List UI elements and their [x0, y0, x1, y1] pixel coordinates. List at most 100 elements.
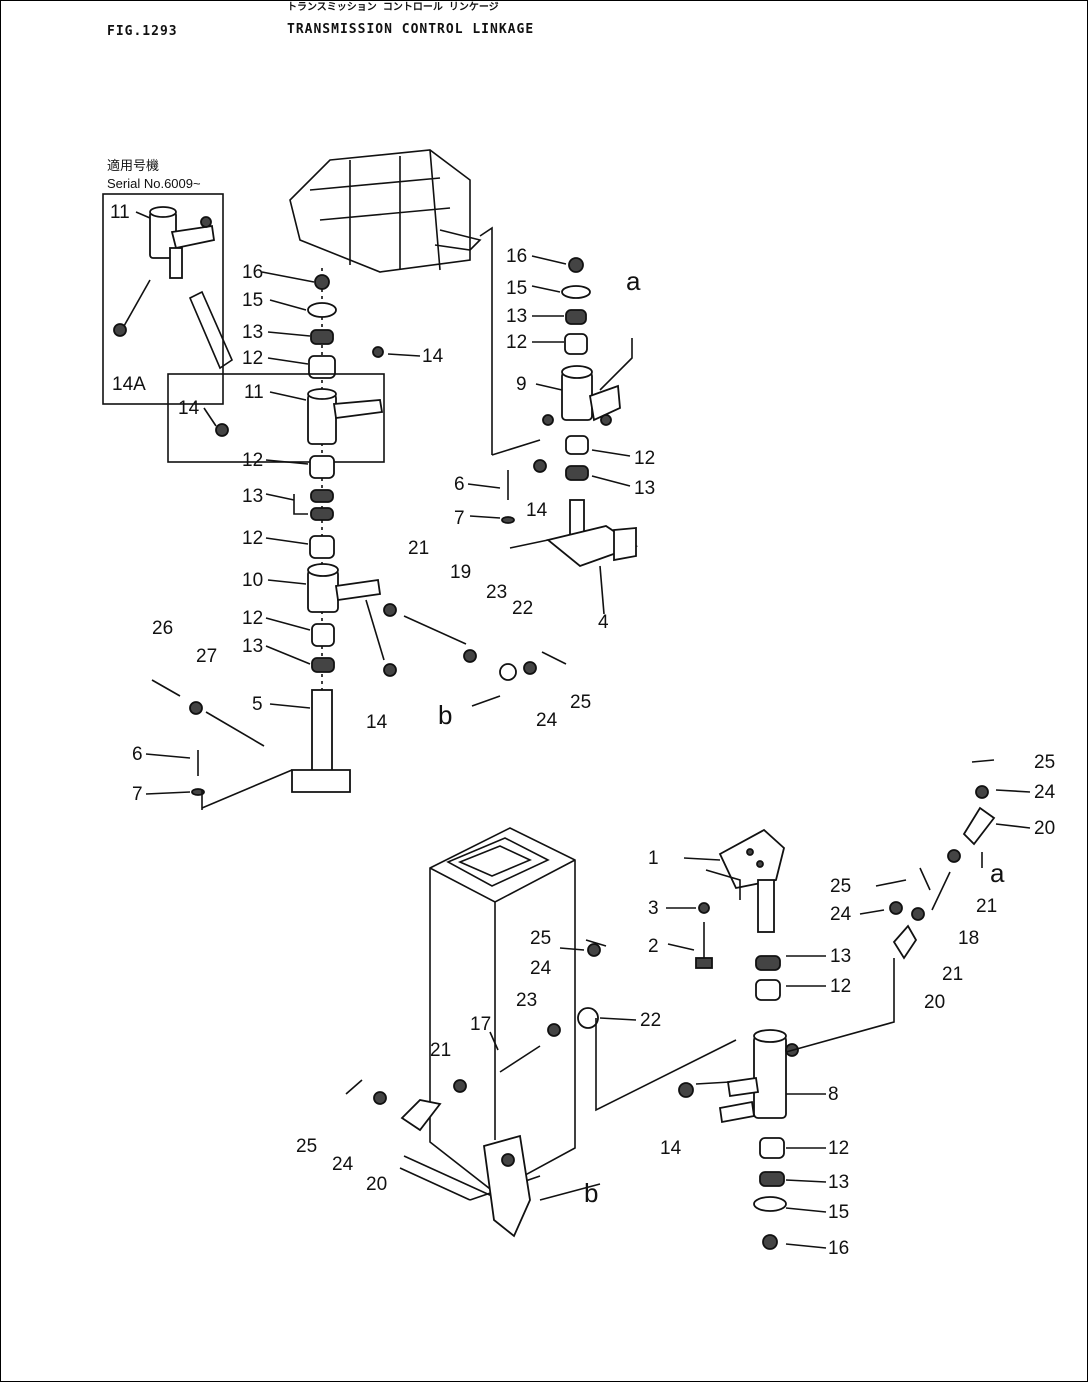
label-15: 15	[506, 278, 527, 299]
label-25: 25	[830, 876, 851, 897]
label-2: 2	[648, 936, 659, 957]
inset-label-jp: 適用号機	[107, 158, 159, 173]
rod-18	[875, 759, 996, 960]
label-7: 7	[454, 508, 465, 529]
label-25: 25	[530, 928, 551, 949]
label-12: 12	[242, 450, 263, 471]
label-7: 7	[132, 784, 143, 805]
label-14: 14	[178, 398, 200, 419]
label-15: 15	[242, 290, 263, 311]
label-13: 13	[242, 486, 263, 507]
label-17: 17	[470, 1014, 491, 1035]
label-22: 22	[512, 598, 533, 619]
label-26: 26	[152, 618, 173, 639]
inset-bolt-part-14A	[113, 279, 151, 337]
label-b: b	[438, 700, 452, 730]
label-27: 27	[196, 646, 217, 667]
label-b: b	[584, 1178, 598, 1208]
transmission-housing	[289, 149, 493, 455]
inset-serial-box: 適用号機 Serial No.6009~	[102, 158, 224, 405]
label-13: 13	[242, 636, 263, 657]
label-24: 24	[536, 710, 558, 731]
label-24: 24	[830, 904, 852, 925]
label-10: 10	[242, 570, 263, 591]
label-23: 23	[486, 582, 507, 603]
label-12: 12	[830, 976, 851, 997]
label-20: 20	[366, 1174, 387, 1195]
label-23: 23	[516, 990, 537, 1011]
label-21: 21	[942, 964, 963, 985]
left-stack	[151, 268, 397, 810]
lever-8	[718, 1029, 799, 1124]
label-1: 1	[648, 848, 659, 869]
inset-lever-part-11	[149, 206, 216, 279]
label-6: 6	[454, 474, 465, 495]
leader-lines	[135, 211, 1031, 1249]
label-20: 20	[924, 992, 945, 1013]
label-13: 13	[506, 306, 527, 327]
label-5: 5	[252, 694, 263, 715]
washer-15	[307, 302, 337, 318]
part-labels: 11 14A 16 15 13 12 14 11 14 12 13 12 10 …	[110, 202, 1056, 1259]
label-a: a	[626, 266, 641, 296]
label-12: 12	[242, 348, 263, 369]
label-9: 9	[516, 374, 527, 395]
inset-serial: Serial No.6009~	[107, 176, 201, 191]
label-14: 14	[366, 712, 388, 733]
pipe	[188, 290, 234, 370]
figure-number: FIG.1293	[107, 24, 178, 39]
label-21: 21	[408, 538, 429, 559]
console-box	[399, 827, 576, 1238]
label-11: 11	[110, 202, 130, 223]
label-15: 15	[828, 1202, 849, 1223]
label-25: 25	[296, 1136, 317, 1157]
bracket-4	[546, 499, 638, 568]
right-upper-stack	[491, 257, 638, 615]
label-12: 12	[506, 332, 527, 353]
label-24: 24	[1034, 782, 1056, 803]
label-3: 3	[648, 898, 659, 919]
label-14: 14	[526, 500, 548, 521]
title-japanese: トランスミッション コントロール リンケージ	[287, 2, 499, 13]
label-22: 22	[640, 1010, 661, 1031]
lower-left-linkage	[345, 939, 737, 1132]
lever-11	[167, 346, 385, 463]
label-20: 20	[1034, 818, 1055, 839]
label-25: 25	[570, 692, 591, 713]
lever-9	[542, 365, 621, 426]
rod-19	[383, 603, 567, 707]
label-13: 13	[242, 322, 263, 343]
bushing-12b	[309, 455, 335, 479]
label-12: 12	[828, 1138, 849, 1159]
label-8: 8	[828, 1084, 839, 1105]
figure-title: TRANSMISSION CONTROL LINKAGE	[287, 22, 535, 37]
label-a: a	[990, 858, 1005, 888]
label-13: 13	[830, 946, 851, 967]
label-21: 21	[976, 896, 997, 917]
label-19: 19	[450, 562, 471, 583]
label-14: 14	[422, 346, 444, 367]
label-13: 13	[828, 1172, 849, 1193]
lever-10	[307, 563, 382, 613]
label-18: 18	[958, 928, 979, 949]
label-14: 14	[660, 1138, 682, 1159]
label-12: 12	[242, 608, 263, 629]
label-12: 12	[634, 448, 655, 469]
label-21: 21	[430, 1040, 451, 1061]
label-4: 4	[598, 612, 609, 633]
shaft-5	[291, 689, 351, 793]
bushing-13	[310, 329, 334, 345]
label-24: 24	[530, 958, 552, 979]
label-12: 12	[242, 528, 263, 549]
inset-border	[102, 193, 224, 405]
label-16: 16	[506, 246, 527, 267]
lower-right-assembly	[678, 828, 895, 1250]
label-13: 13	[634, 478, 655, 499]
bushing-12	[308, 355, 336, 379]
label-6: 6	[132, 744, 143, 765]
label-25: 25	[1034, 752, 1055, 773]
label-16: 16	[242, 262, 263, 283]
label-14A: 14A	[112, 374, 146, 395]
